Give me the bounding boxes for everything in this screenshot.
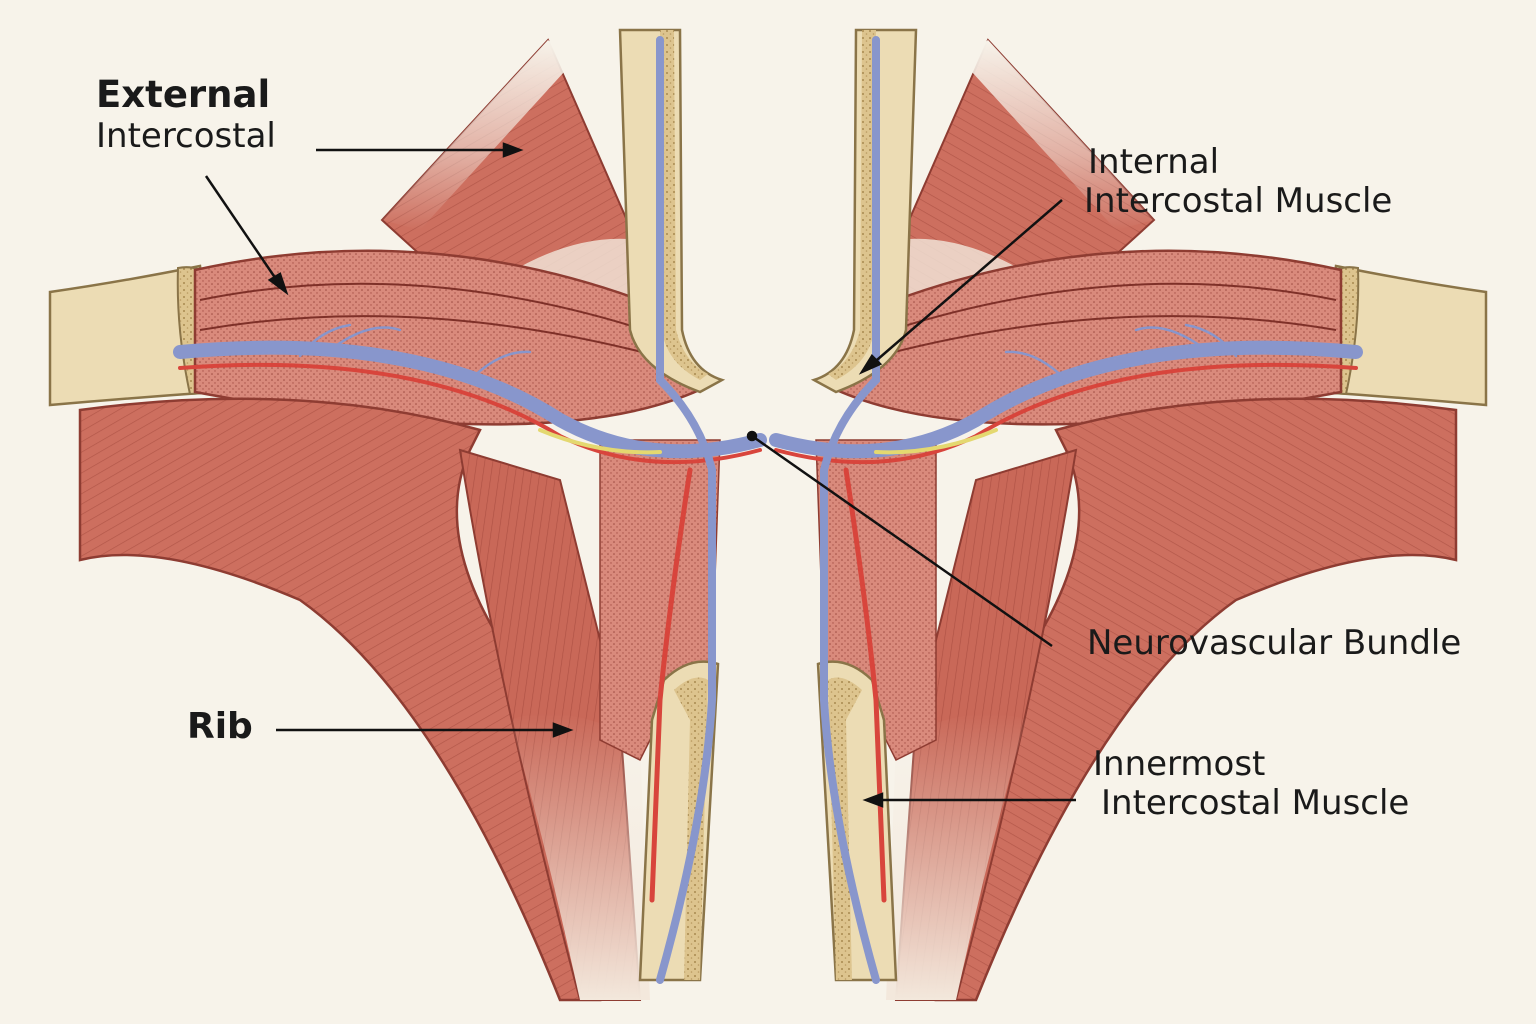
internal-intercostal-label: Internal Intercostal Muscle — [1084, 142, 1392, 221]
internal-label-line1: Internal — [1088, 142, 1220, 182]
upper-right-vertical-rib — [810, 28, 918, 394]
pointer-lines — [204, 142, 1076, 808]
innermost-label-line1: Innermost — [1093, 744, 1266, 784]
central-connective-tissue — [599, 439, 937, 762]
external-label-line1: External — [96, 73, 271, 116]
innermost-label-line2: Intercostal Muscle — [1101, 783, 1410, 824]
lower-left-muscle-mass — [78, 397, 650, 1002]
innermost-intercostal-label: Innermost Intercostal Muscle — [1093, 744, 1410, 824]
external-intercostal-label: External Intercostal — [96, 73, 276, 156]
rib-label: Rib — [187, 706, 253, 747]
neurovascular-bundle — [173, 36, 1363, 984]
left-external-intercostal-band — [193, 249, 712, 426]
neurovascular-bundle-label: Neurovascular Bundle — [1087, 623, 1462, 663]
internal-label-line2: Intercostal Muscle — [1084, 181, 1393, 222]
external-label-line2: Intercostal — [96, 115, 276, 156]
upper-left-vertical-rib — [618, 28, 726, 394]
lower-right-muscle-mass — [886, 397, 1458, 1002]
